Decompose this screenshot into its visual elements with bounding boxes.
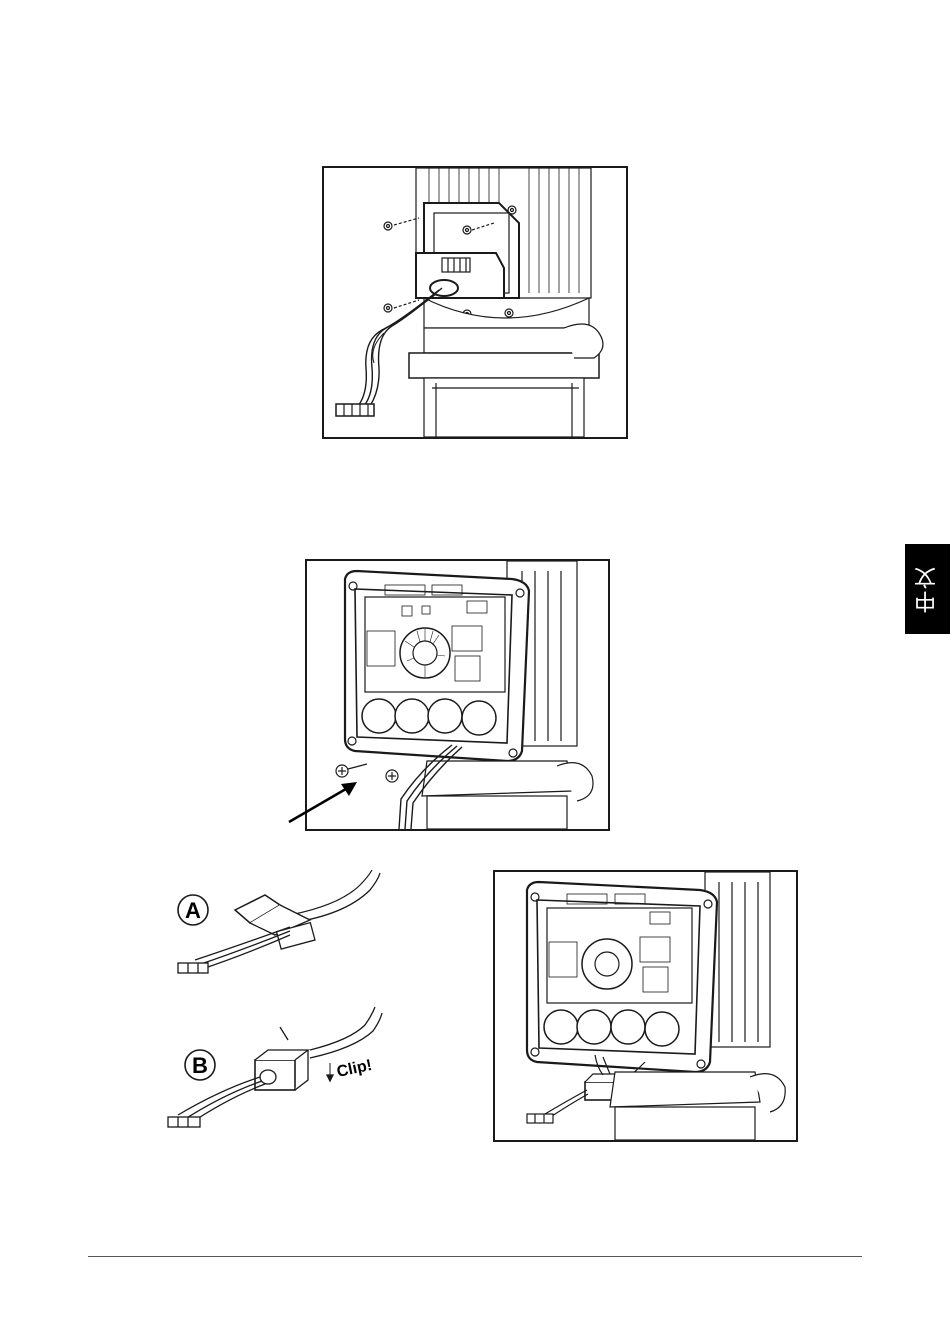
- pump-cable-entry-drawing: [324, 168, 626, 437]
- language-tab-label: 中文: [912, 565, 944, 613]
- detail-a-label: A: [185, 898, 201, 923]
- ferrite-clip-drawing: A B Clip!: [160, 865, 420, 1145]
- clip-callout: Clip!: [335, 1057, 373, 1081]
- figure-ferrite-installed: [493, 870, 798, 1142]
- pointer-arrow: [285, 770, 365, 830]
- ferrite-installed-drawing: [495, 872, 796, 1140]
- detail-b-label: B: [192, 1053, 208, 1078]
- footer-divider: [88, 1256, 862, 1257]
- figure-ferrite-clip-detail: A B Clip!: [160, 865, 420, 1145]
- figure-pump-cable-entry: [322, 166, 628, 439]
- language-tab: 中文: [905, 544, 950, 634]
